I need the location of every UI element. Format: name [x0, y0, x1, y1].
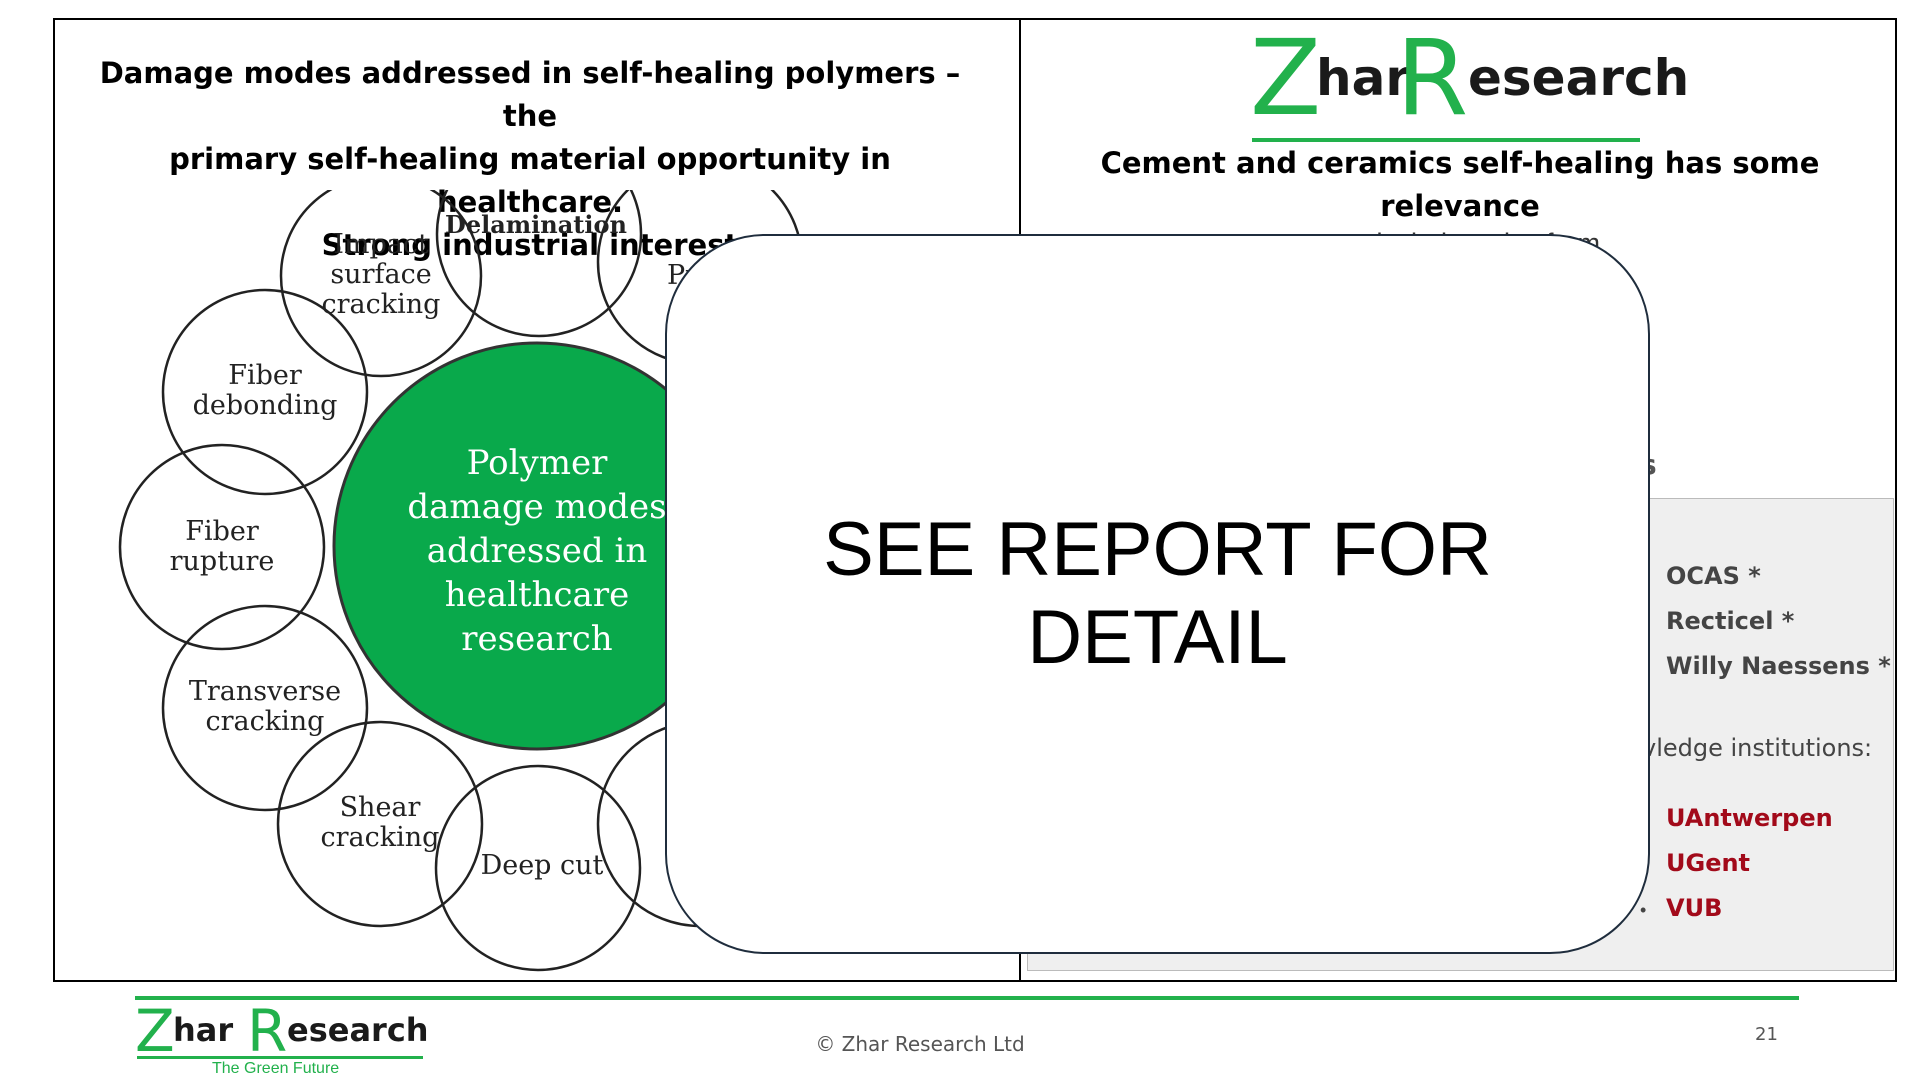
footer-logo: Z har R esearch — [135, 997, 429, 1065]
mode-circle-delamination — [435, 190, 643, 338]
mode-circle-impact — [279, 190, 483, 378]
footer-copyright: © Zhar Research Ltd — [815, 1032, 1025, 1056]
svg-text:Fiber: Fiber — [228, 360, 302, 391]
svg-text:Fiber: Fiber — [185, 516, 259, 547]
svg-text:cracking: cracking — [321, 822, 440, 853]
svg-text:Transverse: Transverse — [189, 676, 341, 707]
mode-circle-transverse — [161, 604, 369, 812]
svg-text:surface: surface — [330, 259, 431, 290]
svg-text:cracking: cracking — [206, 706, 325, 737]
partner-vub: VUB — [1666, 894, 1723, 922]
svg-text:Shear: Shear — [340, 792, 421, 823]
svg-text:addressed in: addressed in — [427, 531, 648, 571]
svg-text:healthcare: healthcare — [445, 575, 629, 615]
bullet-vub: • — [1640, 900, 1647, 920]
overlay-message: SEE REPORT FOR DETAIL — [823, 507, 1492, 680]
partner-ugent: UGent — [1666, 849, 1751, 877]
svg-text:debonding: debonding — [193, 390, 338, 421]
svg-text:research: research — [461, 619, 612, 659]
see-report-overlay: SEE REPORT FOR DETAIL — [665, 234, 1650, 954]
header-logo: Z har R esearch — [1250, 26, 1689, 142]
mode-circle-shear — [276, 720, 484, 928]
mode-circle-deep-cut — [434, 764, 642, 972]
svg-text:Deep cut: Deep cut — [481, 850, 604, 881]
mode-circle-fiber-rupture — [118, 443, 326, 651]
header-logo-underline — [1252, 138, 1640, 142]
damage-modes-diagram: Delamination Impact surface cracking Pun… — [118, 190, 804, 972]
partner-willy-naessens: Willy Naessens * — [1666, 652, 1891, 680]
svg-text:Polymer: Polymer — [467, 443, 608, 483]
svg-text:Impact: Impact — [333, 229, 429, 260]
svg-text:rupture: rupture — [170, 546, 275, 577]
left-panel-title: Damage modes addressed in self-healing p… — [99, 56, 961, 262]
partner-recticel: Recticel * — [1666, 607, 1795, 635]
mode-circle-fiber-debonding — [161, 288, 369, 496]
svg-text:cracking: cracking — [322, 289, 441, 320]
page-number: 21 — [1755, 1024, 1778, 1045]
mode-label-delamination: Delamination — [445, 210, 627, 239]
svg-text:damage modes: damage modes — [407, 487, 666, 527]
partner-uantwerpen: UAntwerpen — [1666, 804, 1833, 832]
footer-rule — [135, 996, 1799, 1000]
footer-tagline: The Green Future — [212, 1060, 340, 1077]
slide-frame — [53, 18, 1897, 982]
knowledge-institutions-label: vledge institutions: — [1642, 734, 1873, 762]
partner-ocas: OCAS * — [1666, 562, 1761, 590]
